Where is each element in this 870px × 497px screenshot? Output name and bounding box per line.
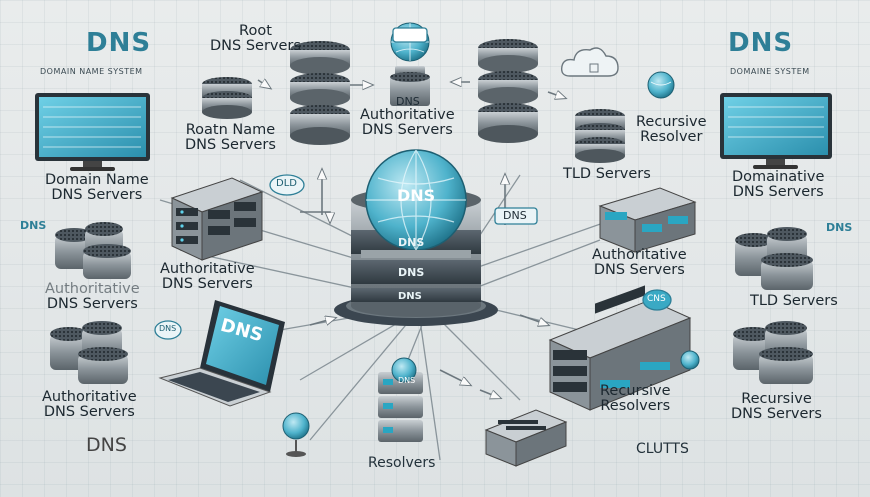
dns-auth-server-text: DNS	[396, 95, 420, 108]
arrow-icon	[479, 389, 500, 398]
globe-icon	[282, 412, 310, 457]
arrow-icon	[309, 318, 335, 325]
dld-tag	[269, 174, 305, 196]
server-stack-icon	[202, 77, 252, 119]
rack-server-icon	[598, 187, 697, 253]
dns-bubble-left-tag	[154, 320, 182, 340]
dns-bubble-right-tag	[642, 289, 672, 311]
dns-mid-tag	[494, 207, 538, 225]
dns-stack-1-text: DNS	[398, 236, 425, 249]
dns-bubble-right-text: CNS	[647, 294, 666, 304]
rack-server-icon	[484, 409, 568, 467]
domain-name-system-label: DOMAIN NAME SYSTEM	[40, 67, 143, 76]
dns-globe-text: DNS	[397, 186, 436, 205]
clients-label: CLUTTS	[636, 441, 689, 457]
arrow-icon	[547, 92, 565, 98]
dns-heading-right: DNS	[728, 28, 794, 58]
globe-icon	[647, 71, 675, 99]
server-stack-icon	[733, 321, 813, 384]
globe-icon	[680, 350, 700, 370]
dns-mid-tag-text: DNS	[503, 209, 527, 222]
cloud-icon	[560, 47, 619, 77]
dld-tag-text: DLD	[276, 178, 297, 189]
arrow-icon	[439, 369, 470, 385]
dns-bubble-left-text: DNS	[159, 324, 177, 333]
dns-stack-2-text: DNS	[398, 266, 425, 279]
dns-side-left-label: DNS	[20, 219, 47, 232]
monitor-icon	[720, 93, 832, 169]
rack-server-icon	[170, 177, 264, 261]
resolvers-label: Resolvers	[368, 455, 436, 471]
server-stack-icon	[290, 41, 350, 145]
server-stack-icon	[55, 222, 131, 279]
arrow-icon	[300, 211, 330, 222]
rack-server-icon	[548, 285, 692, 411]
laptop-icon	[158, 300, 285, 407]
server-stack-icon	[575, 109, 625, 163]
dns-heading-bottom-left: DNS	[86, 434, 127, 456]
monitor-icon	[35, 93, 150, 171]
central-dns-hub	[334, 149, 498, 326]
tld-servers-top-label: TLD Servers	[563, 166, 651, 182]
arrow-icon	[257, 80, 270, 88]
dns-stack-3-text: DNS	[398, 291, 422, 302]
server-stack-icon	[50, 321, 128, 384]
domaine-system-label: DOMAINE SYSTEM	[730, 67, 810, 76]
tag-pills	[154, 27, 672, 340]
dns-heading-left: DNS	[86, 28, 152, 58]
tld-servers-right-label: TLD Servers	[750, 293, 838, 309]
server-stack-icon	[735, 227, 813, 290]
dns-small-globe-text: DNS	[398, 376, 416, 385]
server-stack-icon	[378, 357, 423, 442]
server-stack-icon	[478, 39, 538, 143]
dns-side-right-label: DNS	[826, 221, 853, 234]
arrow-icon	[519, 314, 548, 325]
